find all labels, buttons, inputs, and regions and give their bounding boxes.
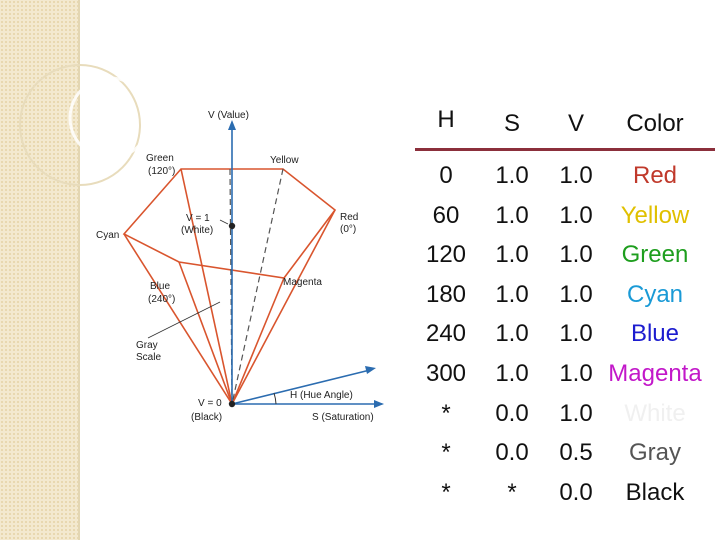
hidden-edges [229,168,284,405]
gray-scale-leader [147,301,221,339]
cell-v: 1.0 [559,280,593,308]
table-row: 300 1.0 1.0 Magenta [415,360,715,400]
cell-color: Magenta [608,360,702,387]
cell-h: 300 [425,360,467,387]
value-axis-label: V (Value) [208,110,249,121]
white-sub-label: (White) [181,225,213,236]
gray-scale-label: Gray [136,340,158,351]
white-label: V = 1 [186,213,210,224]
cell-color: Yellow [620,201,690,229]
cell-v: 1.0 [559,201,593,229]
magenta-label: Magenta [283,277,322,288]
cell-s: 1.0 [495,360,529,387]
cell-v: 0.0 [559,478,593,506]
cell-s: 1.0 [495,280,529,308]
hsv-hexcone-diagram: V (Value) Green (120°) Yellow Cyan V = 1… [96,110,384,423]
cell-v: 1.0 [559,241,593,269]
table-row: 120 1.0 1.0 Green [415,241,715,281]
cell-color: Green [621,241,689,269]
cell-h: * [441,399,451,427]
table-row: 180 1.0 1.0 Cyan [415,281,715,321]
hue-radius-arrow [365,366,376,374]
table-row: * 0.0 1.0 White [415,400,715,440]
header-rule [415,148,715,151]
cell-s: 1.0 [495,201,529,229]
saturation-axis-arrow [374,400,384,408]
table-row: 240 1.0 1.0 Blue [415,320,715,360]
black-label: V = 0 [198,398,222,409]
yellow-label: Yellow [270,155,299,166]
cell-h: 180 [425,280,467,308]
cell-h: * [441,478,451,506]
cell-v: 1.0 [559,320,593,348]
red-label: Red [340,212,358,223]
cell-color: Gray [628,439,681,467]
cell-h: 240 [425,320,467,348]
cell-s: 1.0 [495,162,529,189]
value-axis-arrow [228,120,236,130]
cyan-label: Cyan [96,230,119,241]
hue-angle-label: H (Hue Angle) [290,390,353,401]
black-point [228,400,236,408]
white-leader [219,219,229,225]
sidebar-divider [78,0,80,540]
red-angle-label: (0°) [340,224,356,235]
white-point [228,222,236,230]
cell-h: * [441,439,451,467]
cell-color: Blue [630,320,680,348]
blue-label: Blue [150,281,170,292]
black-sub-label: (Black) [191,412,222,423]
cell-color: Cyan [626,280,684,308]
green-angle-label: (120°) [148,166,175,177]
green-label: Green [146,153,174,164]
cell-s: 0.0 [495,399,529,427]
table-row: 0 1.0 1.0 Red [415,162,715,202]
cell-s: 1.0 [495,320,529,348]
cell-color: White [624,399,686,427]
cell-h: 60 [432,201,460,229]
cell-v: 1.0 [559,399,593,427]
decorative-circles [19,0,180,186]
table-row: 60 1.0 1.0 Yellow [415,202,715,242]
hue-radius [231,369,371,405]
table-row: * 0.0 0.5 Gray [415,439,715,479]
cell-v: 1.0 [559,162,593,189]
cell-v: 0.5 [559,439,593,467]
saturation-label: S (Saturation) [312,412,374,423]
header-s: S [503,110,520,137]
cell-color: Red [632,162,678,189]
gray-scale-sub-label: Scale [136,352,161,363]
cell-s: 1.0 [495,241,529,269]
header-h: H [437,106,455,133]
cell-h: 0 [439,162,453,189]
decorative-sidebar [0,0,78,540]
cell-h: 120 [425,241,467,269]
cell-s: 0.0 [495,439,529,467]
cell-v: 1.0 [559,360,593,387]
table-row: * * 0.0 Black [415,479,715,519]
header-color: Color [626,110,684,137]
cell-color: Black [625,478,685,506]
cone-edges [123,168,336,405]
cell-s: * [507,478,517,506]
blue-angle-label: (240°) [148,294,175,305]
hue-angle-arc [273,392,277,405]
table-header: H S V Color [415,104,715,140]
hexagon-top [122,168,337,279]
header-v: V [567,110,584,137]
